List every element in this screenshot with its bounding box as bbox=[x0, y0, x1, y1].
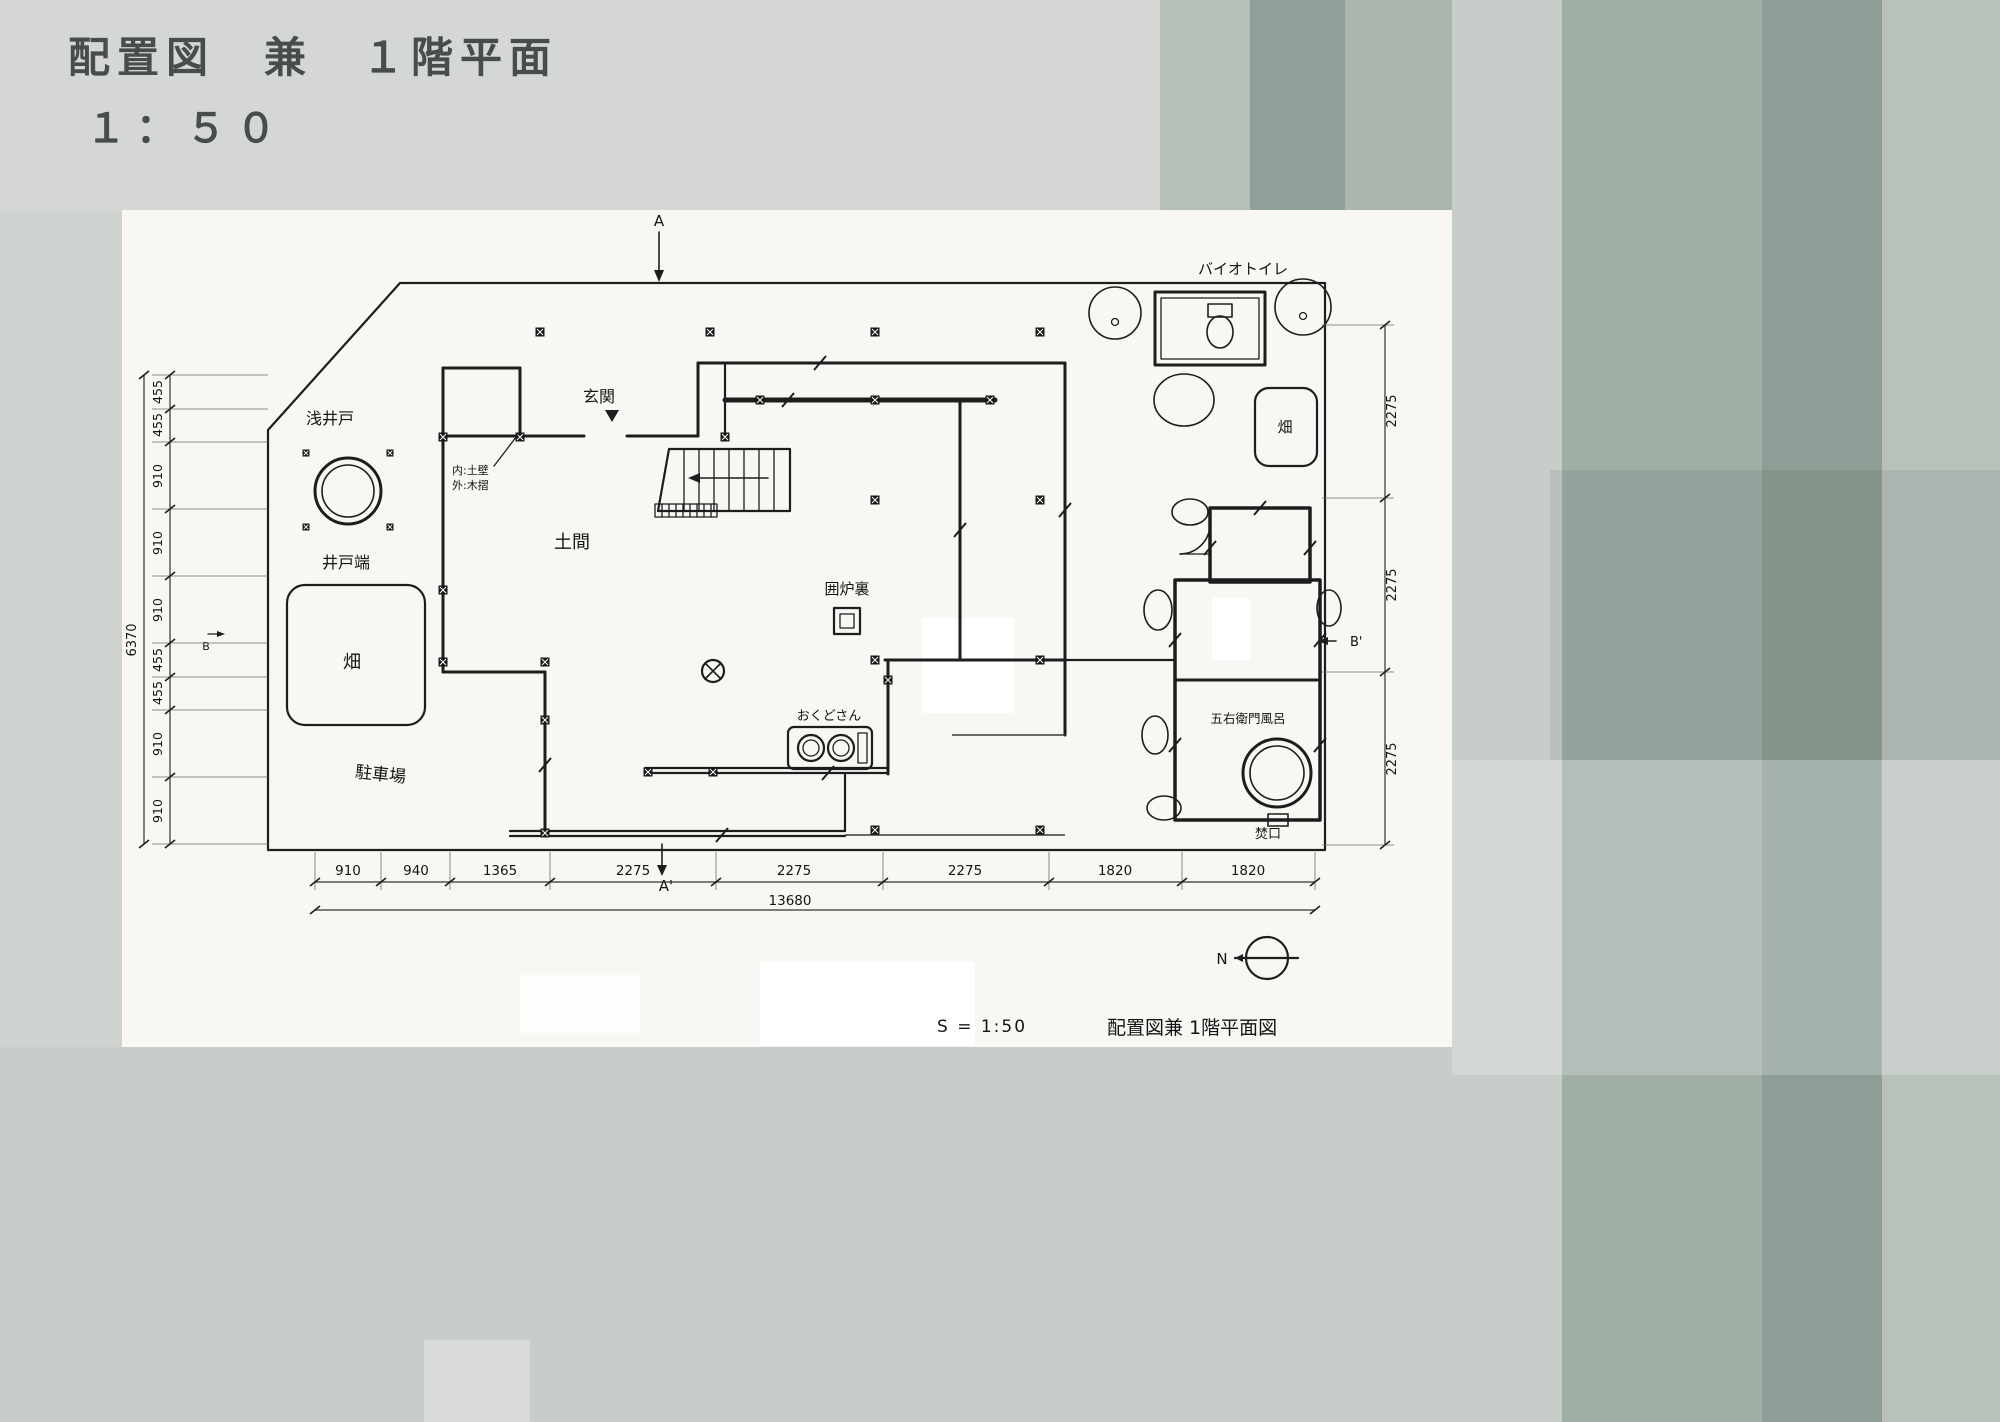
section-marker-a-top: A bbox=[654, 212, 665, 282]
bg-overlay-dark bbox=[1550, 470, 2000, 760]
tree-right bbox=[1274, 278, 1332, 336]
structural-posts bbox=[437, 326, 1046, 839]
dim-right-2: 2275 bbox=[1385, 568, 1400, 601]
section-b-label: B bbox=[202, 640, 210, 653]
dim-bottom-5: 2275 bbox=[777, 863, 811, 879]
section-marker-b-right: B' bbox=[1318, 635, 1363, 650]
dimension-chain-bottom: 910 940 1365 2275 2275 2275 1820 1820 13… bbox=[309, 852, 1321, 915]
label-doma: 土間 bbox=[554, 532, 590, 553]
page-scale: １：５０ bbox=[86, 106, 286, 152]
wall-note-leader bbox=[493, 431, 521, 467]
label-shallow-well: 浅井戸 bbox=[306, 409, 354, 428]
label-entrance: 玄関 bbox=[583, 387, 615, 406]
field-left-outline bbox=[285, 583, 427, 727]
dim-bottom-6: 2275 bbox=[948, 863, 982, 879]
bg-top-strip bbox=[0, 0, 1160, 212]
label-bio-toilet: バイオトイレ bbox=[1198, 260, 1288, 278]
path-stone-blob bbox=[1153, 373, 1215, 427]
field-right-outline bbox=[1253, 386, 1319, 468]
dim-bottom-2: 940 bbox=[403, 863, 429, 879]
drawing-sheet: A A' B B' bbox=[122, 210, 1452, 1047]
dim-left-4: 910 bbox=[150, 531, 165, 555]
dim-left-8: 910 bbox=[150, 732, 165, 756]
label-wall-note-1: 内:土壁 bbox=[452, 463, 489, 477]
section-a-prime-label: A' bbox=[659, 877, 673, 895]
dim-bottom-8: 1820 bbox=[1231, 863, 1265, 879]
dim-bottom-4: 2275 bbox=[616, 863, 650, 879]
bg-band-5 bbox=[1562, 0, 1762, 1422]
dim-left-total: 6370 bbox=[125, 623, 140, 656]
dim-bottom-7: 1820 bbox=[1098, 863, 1132, 879]
dim-right-1: 2275 bbox=[1385, 394, 1400, 427]
caption-scale: S = 1:50 bbox=[937, 1017, 1027, 1037]
dim-left-9: 910 bbox=[150, 799, 165, 823]
dimension-chain-right: 2275 2275 2275 bbox=[1322, 320, 1400, 850]
label-parking: 駐車場 bbox=[354, 762, 407, 787]
page-title: 配置図 兼 １階平面 bbox=[68, 33, 559, 82]
sheet-captions: S = 1:50 配置図兼 1階平面図 bbox=[937, 1017, 1277, 1039]
circled-x-symbol bbox=[700, 658, 726, 684]
bg-band-7 bbox=[1882, 0, 2000, 1422]
north-arrow: N bbox=[1216, 935, 1300, 981]
building-walls bbox=[441, 361, 1177, 838]
shallow-well bbox=[302, 449, 394, 531]
dimension-chain-left: 455 455 910 910 910 455 455 910 910 6370 bbox=[125, 370, 268, 849]
dim-right-3: 2275 bbox=[1385, 742, 1400, 775]
dim-bottom-1: 910 bbox=[335, 863, 361, 879]
dim-bottom-3: 1365 bbox=[483, 863, 517, 879]
bg-overlay-light bbox=[1452, 760, 2000, 1075]
section-marker-a-bottom: A' bbox=[657, 843, 673, 895]
stairs bbox=[654, 447, 792, 518]
section-a-label: A bbox=[654, 212, 665, 230]
plan-labels: 浅井戸 井戸端 畑 駐車場 玄関 土間 内:土壁 外:木摺 囲炉裏 おくどさん … bbox=[306, 260, 1293, 842]
label-well-side: 井戸端 bbox=[322, 553, 370, 572]
label-goemon-bath: 五右衛門風呂 bbox=[1210, 711, 1285, 726]
floor-plan-svg: A A' B B' bbox=[125, 212, 1400, 1046]
kamado-stove bbox=[786, 725, 874, 771]
dim-bottom-total: 13680 bbox=[769, 893, 812, 909]
bg-bottom-notch bbox=[424, 1340, 530, 1422]
bg-band-6 bbox=[1762, 0, 1882, 1422]
north-label: N bbox=[1216, 950, 1227, 968]
bg-band-4 bbox=[1452, 0, 1562, 1422]
dim-left-7: 455 bbox=[150, 681, 165, 705]
label-stoke-hole: 焚口 bbox=[1255, 827, 1281, 842]
label-kamado: おくどさん bbox=[797, 709, 862, 724]
label-wall-note-2: 外:木摺 bbox=[452, 478, 489, 492]
irori-hearth bbox=[832, 606, 862, 636]
bio-toilet-hut bbox=[1153, 290, 1267, 367]
dim-left-5: 910 bbox=[150, 598, 165, 622]
section-b-prime-label: B' bbox=[1350, 635, 1363, 650]
label-irori: 囲炉裏 bbox=[824, 580, 869, 598]
section-marker-b-left: B bbox=[202, 631, 225, 653]
label-field-left: 畑 bbox=[343, 652, 361, 673]
site-boundary bbox=[266, 281, 1327, 852]
entrance-marker bbox=[605, 410, 619, 422]
dim-left-2: 455 bbox=[150, 413, 165, 437]
label-field-right: 畑 bbox=[1277, 418, 1292, 436]
tree-left bbox=[1088, 286, 1142, 340]
bath-house bbox=[1141, 498, 1342, 827]
dim-left-1: 455 bbox=[150, 380, 165, 404]
caption-title: 配置図兼 1階平面図 bbox=[1107, 1017, 1277, 1039]
dim-left-3: 910 bbox=[150, 464, 165, 488]
bg-bottom-strip bbox=[0, 1047, 1452, 1422]
dim-left-6: 455 bbox=[150, 648, 165, 672]
scan-patches bbox=[520, 618, 1014, 1046]
